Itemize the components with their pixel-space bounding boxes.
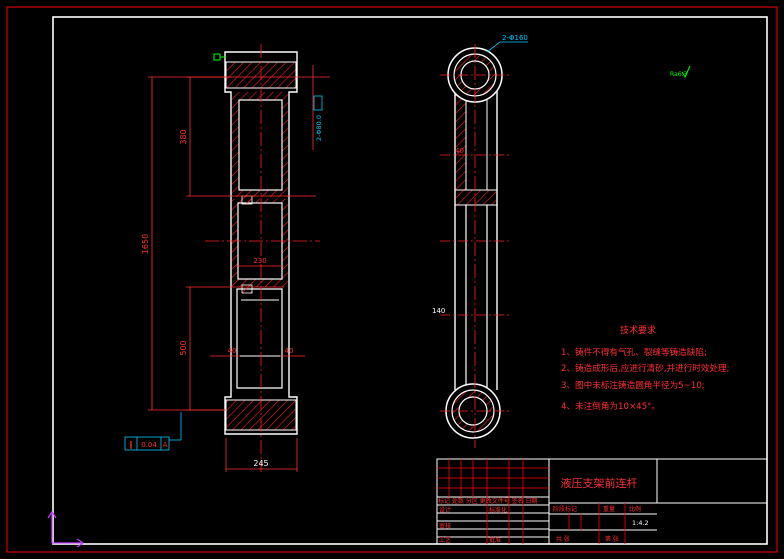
title-sheet-no: 第 张: [605, 535, 619, 543]
title-standardize: 标准化: [489, 506, 507, 514]
title-block-grid: [437, 459, 626, 544]
dim-side-140: 140: [432, 307, 445, 315]
title-weight: 重量: [603, 505, 615, 513]
front-dimensions: [148, 65, 330, 472]
surface-finish: Ra6.3: [670, 71, 687, 78]
tolerance-symbol: ∥: [129, 440, 133, 449]
dim-upper-span: 380: [179, 129, 188, 144]
side-rib: [454, 189, 498, 206]
title-ratio: 比例: [629, 505, 641, 513]
side-upper-hatch: [454, 94, 467, 191]
window-3: [236, 288, 283, 389]
note-2: 2、铸造成形后,应进行清砂,并进行时效处理;: [561, 362, 730, 374]
front-rod-outline: [224, 51, 298, 435]
tolerance-datum: A: [163, 441, 168, 449]
title-stage-mark: 阶段标记: [553, 505, 577, 513]
title-approve: 批准: [489, 536, 501, 544]
dim-total-height: 1650: [141, 234, 150, 254]
dim-slot-b: 40: [285, 347, 294, 355]
title-header-row: 标记 处数 分区 更改文件号 签名 日期: [438, 497, 538, 505]
inner-frame: [52, 16, 768, 545]
notes-title: 技术要求: [620, 324, 656, 336]
side-view: [440, 44, 510, 448]
tolerance-frame: ∥ 0.04 A: [124, 412, 182, 451]
ucs-icon: [47, 510, 85, 548]
part-name: 液压支架前连杆: [561, 476, 638, 490]
title-sheet-total: 共 张: [556, 535, 570, 543]
note-4: 4、未注倒角为10×45°。: [561, 400, 660, 412]
title-process: 工艺: [439, 536, 451, 544]
title-scale: 1:4.2: [632, 519, 649, 527]
dim-lower-span: 500: [179, 340, 188, 355]
note-3: 3、图中未标注铸造圆角半径为5~10;: [561, 379, 705, 391]
surface-finish-icon: [681, 65, 691, 79]
title-design: 设计: [439, 506, 451, 514]
dim-slot-a: 40: [228, 347, 237, 355]
window-1: [238, 99, 283, 191]
top-datum-marker: [213, 53, 226, 61]
svg-text:2-Φ80.0: 2-Φ80.0: [315, 115, 323, 141]
technical-notes: 技术要求 1、铸件不得有气孔、裂缝等铸造缺陷; 2、铸造成形后,应进行清砂,并进…: [561, 324, 730, 412]
title-review: 审核: [439, 522, 451, 530]
vertical-hole-callout: 2-Φ80.0: [313, 95, 323, 141]
hole-callout: 2-Φ160: [502, 34, 528, 42]
dim-bottom-width: 245: [253, 459, 268, 468]
dim-side-40: 40: [455, 147, 464, 155]
outer-frame: [6, 6, 778, 553]
tolerance-value: 0.04: [141, 441, 157, 449]
note-1: 1、铸件不得有气孔、裂缝等铸造缺陷;: [561, 346, 707, 358]
title-block: [436, 458, 768, 545]
dim-hole-span: 230: [253, 257, 266, 265]
